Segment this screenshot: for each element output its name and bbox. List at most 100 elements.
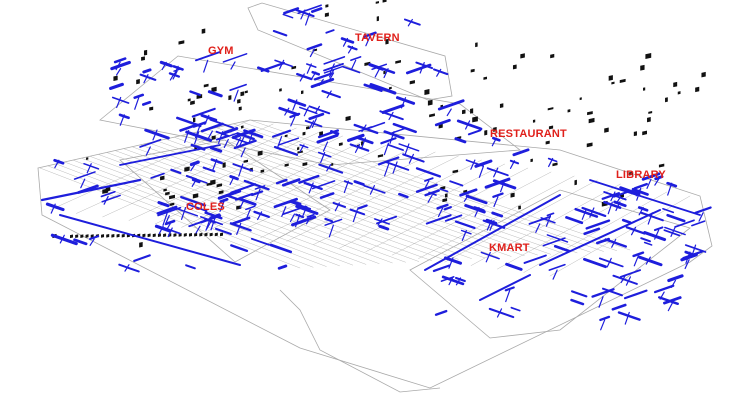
equipment-unit (633, 131, 637, 137)
duct-branch (334, 202, 340, 212)
grid-line (73, 160, 353, 266)
duct-segment (269, 243, 293, 254)
duct-segment (377, 156, 400, 166)
equipment-unit (574, 179, 577, 186)
duct-segment (340, 37, 355, 44)
equipment-unit (665, 97, 668, 103)
label-library: LIBRARY (616, 169, 666, 181)
equipment-unit (184, 166, 190, 172)
duct-segment (347, 133, 365, 142)
duct-trunk (40, 178, 142, 202)
duct-branch (493, 167, 499, 178)
duct-branch (281, 206, 287, 217)
duct-branch (667, 182, 673, 196)
duct-segment (323, 56, 346, 65)
duct-segment (172, 65, 184, 71)
plant-equipment (80, 234, 84, 238)
duct-branch (485, 251, 491, 263)
duct-segment (217, 189, 242, 200)
duct-branch (606, 257, 612, 268)
plant-equipment (121, 233, 125, 238)
equipment-unit (545, 140, 550, 145)
equipment-unit (324, 12, 329, 17)
duct-branch (474, 206, 480, 217)
equipment-unit (222, 162, 226, 168)
coles-roof-outline (119, 139, 331, 263)
duct-branch (491, 137, 497, 147)
equipment-unit (611, 81, 615, 85)
duct-segment (378, 224, 390, 231)
duct-branch (300, 9, 306, 20)
equipment-unit (409, 80, 415, 85)
duct-segment (229, 222, 252, 232)
duct-segment (486, 167, 509, 177)
duct-branch (203, 59, 209, 73)
equipment-unit (279, 88, 282, 92)
upper-wing-outline (99, 55, 522, 166)
duct-branch (284, 107, 290, 116)
duct-segment (640, 237, 651, 243)
duct-branch (124, 264, 130, 272)
duct-branch (581, 208, 587, 220)
duct-segment (142, 100, 152, 106)
equipment-unit (548, 125, 554, 130)
grid-line (190, 133, 538, 256)
duct-segment (245, 205, 256, 211)
plant-equipment (142, 233, 146, 238)
grid-line (132, 146, 446, 261)
grid-line (391, 171, 552, 256)
grid-line (39, 167, 301, 269)
duct-trunk (589, 179, 701, 216)
duct-segment (189, 90, 202, 97)
duct-segment (283, 7, 300, 15)
equipment-unit (302, 131, 306, 136)
duct-branch (245, 208, 251, 220)
duct-branch (424, 180, 430, 190)
duct-segment (363, 31, 377, 38)
grid-line (81, 158, 367, 265)
duct-branch (59, 234, 65, 244)
duct-segment (662, 207, 675, 214)
duct-branch (311, 71, 317, 80)
duct-segment (209, 146, 223, 153)
duct-segment (83, 162, 100, 170)
grid-line (49, 119, 251, 211)
label-restaurant: RESTAURANT (490, 128, 567, 140)
duct-segment (638, 255, 663, 267)
grid-line (174, 137, 512, 257)
duct-segment (308, 105, 331, 115)
equipment-unit (587, 111, 593, 116)
duct-branch (455, 277, 462, 286)
duct-branch (698, 212, 704, 222)
tavern-wing-outline (247, 2, 453, 101)
equipment-unit (643, 87, 646, 91)
duct-segment (332, 201, 347, 208)
duct-segment (380, 67, 396, 74)
equipment-unit (647, 117, 651, 123)
duct-segment (455, 276, 466, 283)
equipment-unit (383, 70, 386, 75)
equipment-unit (338, 142, 343, 146)
duct-segment (553, 244, 571, 253)
duct-branch (158, 225, 164, 235)
duct-branch (607, 201, 613, 215)
duct-segment (604, 238, 627, 248)
duct-branch (427, 194, 433, 203)
duct-segment (611, 303, 627, 311)
duct-segment (291, 215, 317, 227)
duct-segment (439, 188, 449, 193)
duct-branch (279, 59, 285, 70)
duct-branch (289, 213, 296, 223)
duct-segment (150, 172, 165, 179)
duct-segment (113, 57, 127, 64)
duct-branch (115, 68, 122, 76)
duct-segment (214, 227, 232, 236)
duct-segment (363, 184, 386, 194)
duct-segment (623, 289, 648, 300)
duct-segment (612, 274, 638, 285)
duct-segment (236, 132, 255, 141)
duct-segment (491, 211, 504, 218)
duct-segment (139, 73, 157, 81)
duct-segment (222, 53, 248, 63)
